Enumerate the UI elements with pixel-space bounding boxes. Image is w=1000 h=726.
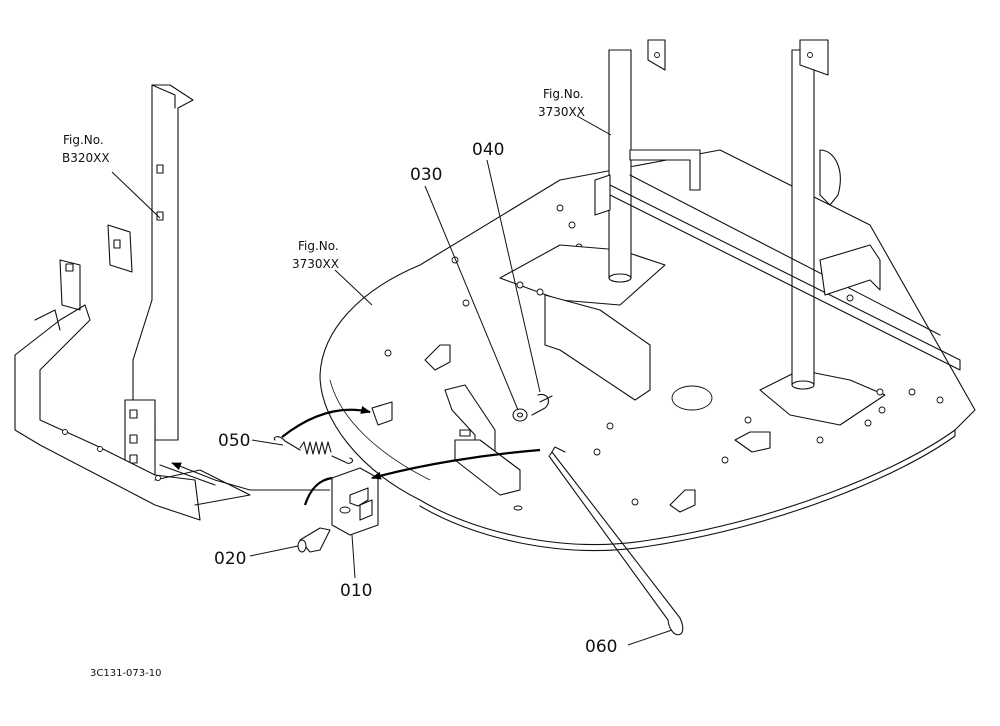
figure-ref-3: Fig.No. 3730XX (538, 87, 585, 119)
part-label-030: 030 (410, 165, 442, 185)
small-bracket (371, 401, 393, 426)
part-010-latch-plate (331, 467, 379, 536)
part-060-rod (548, 446, 684, 636)
figure-ref-1-line1: Fig.No. (63, 133, 104, 147)
vertical-posts (608, 39, 841, 390)
mount-bracket (444, 384, 521, 496)
part-020-pin (297, 527, 331, 553)
figure-ref-2: Fig.No. 3730XX (292, 239, 339, 271)
figure-ref-2-line2: 3730XX (292, 257, 339, 271)
side-frame (14, 84, 251, 521)
figure-ref-3-line1: Fig.No. (543, 87, 584, 101)
assembly-arrows (171, 406, 541, 506)
part-label-020: 020 (214, 549, 246, 569)
figure-ref-1: Fig.No. B320XX (62, 133, 110, 165)
part-030-washer (512, 408, 528, 422)
drawing-code: 3C131-073-10 (90, 668, 161, 679)
part-050-spring (273, 436, 354, 464)
part-label-050: 050 (218, 431, 250, 451)
figure-ref-1-line2: B320XX (62, 151, 110, 165)
leader-lines (111, 115, 673, 646)
figure-ref-3-line2: 3730XX (538, 105, 585, 119)
figure-ref-2-line1: Fig.No. (298, 239, 339, 253)
part-label-010: 010 (340, 581, 372, 601)
part-040-cotter-pin (531, 393, 553, 416)
part-label-040: 040 (472, 140, 504, 160)
rear-rails (594, 149, 961, 371)
part-label-060: 060 (585, 637, 617, 657)
